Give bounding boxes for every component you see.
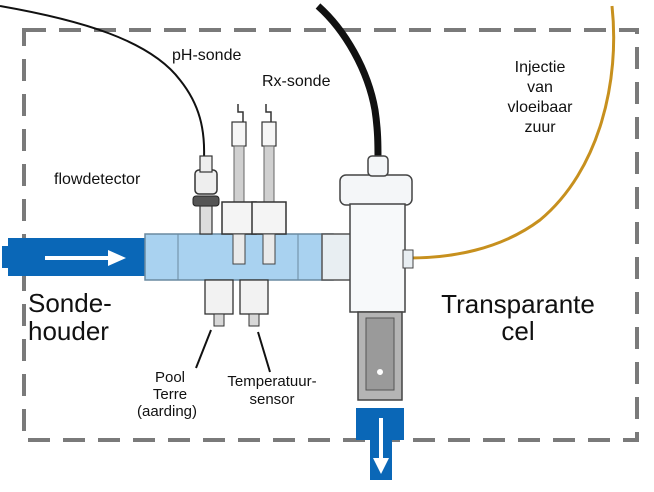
label-injectie-line-2: van bbox=[527, 79, 553, 96]
label-injectie-line-3: vloeibaar bbox=[508, 99, 574, 116]
transparent-cell-body bbox=[349, 203, 406, 313]
label-flowdetector: flowdetector bbox=[54, 171, 141, 188]
label-transparante-cel: Transparante cel bbox=[441, 289, 595, 346]
ph-probe-tip bbox=[232, 233, 246, 265]
label-pool-terre: Pool Terre (aarding) bbox=[137, 369, 197, 420]
rx-probe-rod bbox=[263, 145, 275, 203]
arrow-down-icon bbox=[373, 418, 389, 474]
label-pool-line-3: (aarding) bbox=[137, 403, 197, 420]
rx-probe-tip bbox=[262, 233, 276, 265]
transparent-cell-side-port bbox=[402, 249, 414, 269]
rx-probe-wire bbox=[265, 104, 272, 130]
arrow-right-icon bbox=[45, 250, 126, 266]
flowdetector-neck bbox=[199, 155, 213, 173]
inlet-pipe-cap bbox=[2, 246, 12, 268]
label-transparante-line-2: cel bbox=[501, 316, 534, 346]
transparent-cell-lower-inner bbox=[365, 317, 395, 391]
ground-pole-pin bbox=[213, 313, 225, 327]
pool-leader-line bbox=[195, 329, 212, 369]
label-pool-line-2: Terre bbox=[153, 386, 187, 403]
label-sondehouder-line-2: houder bbox=[28, 316, 109, 346]
label-transparante-line-1: Transparante bbox=[441, 289, 595, 319]
label-pool-line-1: Pool bbox=[155, 369, 185, 386]
label-temp-line-2: sensor bbox=[249, 391, 294, 408]
flowdetector-body bbox=[194, 169, 218, 195]
cell-cable bbox=[315, 3, 382, 161]
rx-probe-head bbox=[261, 121, 277, 147]
label-injectie-line-1: Injectie bbox=[515, 59, 566, 76]
label-injectie-line-4: zuur bbox=[524, 119, 556, 136]
rx-probe-housing bbox=[251, 201, 287, 235]
acid-injection-line bbox=[409, 5, 616, 260]
label-acid-injection: Injectie van vloeibaar zuur bbox=[508, 59, 574, 136]
ph-probe-wire bbox=[237, 104, 244, 130]
label-ph-sonde: pH-sonde bbox=[172, 47, 241, 64]
label-temp-line-1: Temperatuur- bbox=[227, 373, 316, 390]
label-sondehouder: Sonde- houder bbox=[28, 288, 112, 346]
ph-probe-housing bbox=[221, 201, 257, 235]
ground-pole-housing bbox=[204, 279, 234, 315]
label-temperatuursensor: Temperatuur- sensor bbox=[227, 373, 316, 408]
ph-probe-head bbox=[231, 121, 247, 147]
flowdetector-ring bbox=[192, 195, 220, 207]
label-rx-sonde: Rx-sonde bbox=[262, 73, 331, 90]
ph-probe-rod bbox=[233, 145, 245, 203]
transparent-cell-knob bbox=[367, 155, 389, 177]
label-sondehouder-line-1: Sonde- bbox=[28, 288, 112, 318]
dashed-enclosure bbox=[22, 28, 639, 442]
cell-drain-dot bbox=[377, 369, 383, 375]
flowdetector-stem bbox=[199, 205, 213, 235]
ph-sonde-cable bbox=[0, 5, 206, 159]
temp-leader-line bbox=[257, 331, 271, 373]
temperature-sensor-pin bbox=[248, 313, 260, 327]
temperature-sensor-housing bbox=[239, 279, 269, 315]
transparent-cell-top bbox=[339, 174, 413, 206]
